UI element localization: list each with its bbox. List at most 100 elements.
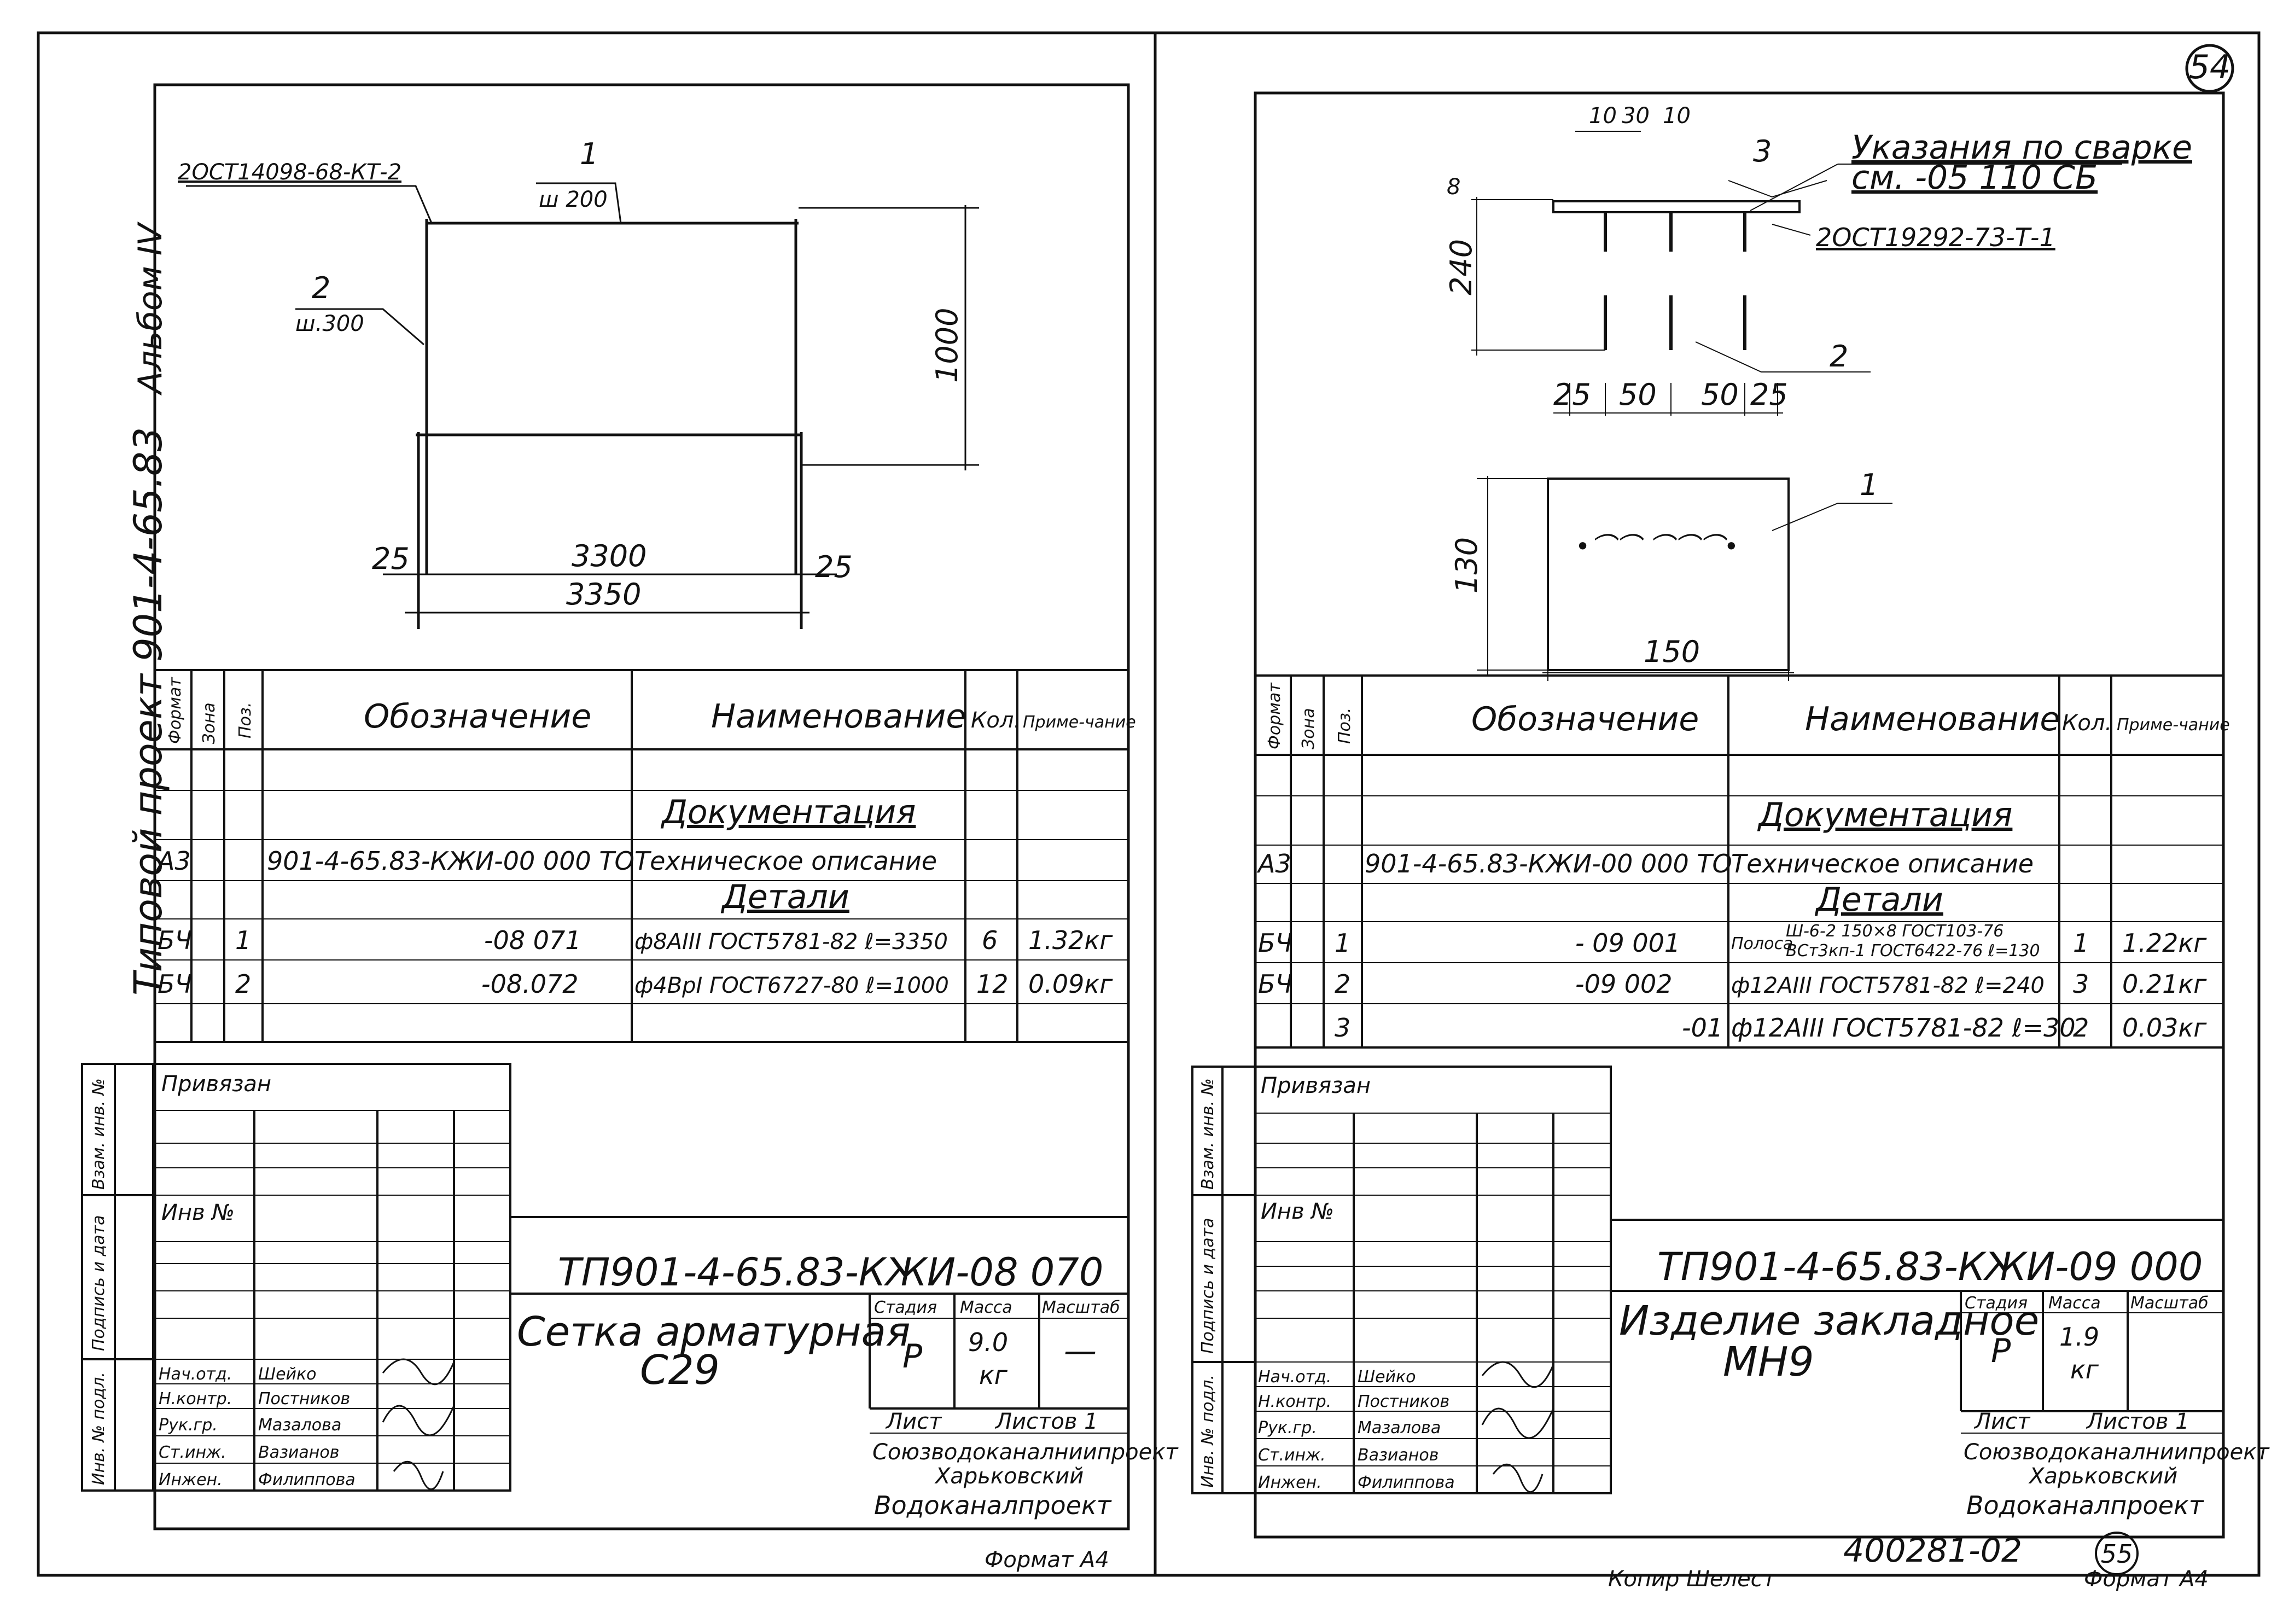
r-person-role-2: Н.контр. xyxy=(1258,1392,1331,1411)
r-row2-note: 1.22кг xyxy=(2122,928,2207,958)
row1-format: А3 xyxy=(156,846,191,876)
callout-r-weld-std: 2ОСТ19292-73-Т-1 xyxy=(1816,223,2055,252)
dim-r-25b: 25 xyxy=(1750,377,1788,412)
section-doc: Документация xyxy=(660,793,916,831)
person-role-1: Нач.отд. xyxy=(159,1365,232,1384)
signature-mark-3 xyxy=(393,1460,444,1490)
side-caption: Типовой проект 901-4-65.83 xyxy=(126,427,171,996)
r-signature-mark-2 xyxy=(1481,1407,1554,1439)
r-row2-qty: 1 xyxy=(2073,928,2089,958)
person-name-5: Филиппова xyxy=(258,1470,356,1489)
callout-r-pos2: 2 xyxy=(1830,339,1848,374)
stamp-org-3: Водоканалпроект xyxy=(874,1491,1112,1520)
sub-page-number: 55 xyxy=(2101,1539,2133,1569)
row2-qty: 6 xyxy=(982,925,998,955)
r-stamp-title-1: Изделие закладное xyxy=(1619,1297,2039,1344)
callout-weld-std: 2ОСТ14098-68-КТ-2 xyxy=(178,160,401,185)
hdr-pos: Поз. xyxy=(236,702,255,738)
r-row3-qty: 3 xyxy=(2073,969,2089,999)
callout-pos2-pitch: ш.300 xyxy=(295,311,364,336)
r-row2-name-1: Ш-6-2 150×8 ГОСТ103-76 xyxy=(1786,922,2004,941)
row2-pos: 1 xyxy=(235,925,251,955)
stamp-sheets: Листов 1 xyxy=(994,1409,1098,1434)
stamp-col-stage: Стадия xyxy=(874,1298,937,1317)
r-stamp-mass: 1.9 xyxy=(2059,1322,2099,1352)
r-row3-name: ф12АIII ГОСТ5781-82 ℓ=240 xyxy=(1731,973,2045,998)
page-number-circle xyxy=(2185,44,2234,93)
row3-note: 0.09кг xyxy=(1028,969,1113,999)
right-sheet: 10 30 10 3 Указания по сварке см. -05 11… xyxy=(1191,91,2270,1592)
stamp-title-2: С29 xyxy=(640,1347,720,1394)
dim-r-50a: 50 xyxy=(1619,377,1657,412)
row3-format: БЧ xyxy=(158,969,192,999)
embedded-part-plan xyxy=(1477,476,1892,681)
r-strip-label-2: Подпись и дата xyxy=(1198,1218,1218,1354)
person-role-2: Н.контр. xyxy=(159,1389,232,1408)
r-person-name-5: Филиппова xyxy=(1358,1473,1455,1492)
copied-by: Копир Шелест xyxy=(1608,1567,1777,1592)
stamp-col-mass: Масса xyxy=(960,1298,1012,1317)
stamp-stage: Р xyxy=(902,1337,923,1376)
r-row1-name: Техническое описание xyxy=(1731,849,2034,878)
row1-designation: 901-4-65.83-КЖИ-00 000 ТО xyxy=(267,846,634,876)
stamp-mass-unit: кг xyxy=(979,1360,1008,1390)
row3-designation: -08.072 xyxy=(481,969,579,999)
row2-note: 1.32кг xyxy=(1028,925,1113,955)
left-sheet: 2ОСТ14098-68-КТ-2 1 ш 200 2 ш.300 1000 3… xyxy=(81,83,1179,1573)
r-stamp-org-1: Союзводоканалниипроект xyxy=(1964,1440,2270,1465)
r-hdr-note: Приме-чание xyxy=(2117,715,2230,735)
row3-pos: 2 xyxy=(235,969,251,999)
r-stamp-mass-unit: кг xyxy=(2070,1355,2099,1384)
stamp-title-1: Сетка арматурная xyxy=(517,1308,910,1355)
r-hdr-format: Формат xyxy=(1265,682,1284,749)
stamp-sheet: Лист xyxy=(885,1409,942,1434)
plate-section xyxy=(1552,200,1801,213)
signature-mark-1 xyxy=(382,1358,455,1386)
dim-3350: 3350 xyxy=(566,577,641,612)
r-stamp-sheets: Листов 1 xyxy=(2086,1409,2189,1434)
dim-r-130: 130 xyxy=(1449,537,1484,593)
person-role-5: Инжен. xyxy=(159,1470,223,1489)
callout-pos1-pitch: ш 200 xyxy=(539,187,608,212)
person-name-3: Мазалова xyxy=(258,1416,341,1435)
r-strip-label-3: Взам. инв. № xyxy=(1198,1078,1218,1190)
r-stamp-org-2: Харьковский xyxy=(2028,1464,2177,1489)
leader-weld xyxy=(186,185,433,225)
callout-r-weld-2: см. -05 110 СБ xyxy=(1851,159,2098,197)
strip-label-1: Инв. № подл. xyxy=(89,1372,108,1485)
left-spec-table xyxy=(154,669,1129,1043)
dim-25-left: 25 xyxy=(372,542,410,576)
dim-3300: 3300 xyxy=(572,539,647,573)
hdr-name: Наименование xyxy=(711,697,966,736)
r-section-doc: Документация xyxy=(1757,796,2012,834)
r-stamp-inv-no: Инв № xyxy=(1261,1199,1334,1224)
sub-page-circle xyxy=(2095,1532,2139,1575)
dim-r-50b: 50 xyxy=(1701,377,1739,412)
stamp-org-2: Харьковский xyxy=(934,1464,1084,1489)
r-row2-designation: - 09 001 xyxy=(1575,928,1680,958)
row2-designation: -08 071 xyxy=(484,925,581,955)
stamp-code: ТП901-4-65.83-КЖИ-08 070 xyxy=(558,1250,1103,1295)
r-row3-format: БЧ xyxy=(1258,969,1292,999)
r-row4-designation: -01 xyxy=(1682,1013,1723,1043)
r-hdr-qty: Кол. xyxy=(2062,711,2112,736)
r-stamp-col-stage: Стадия xyxy=(1965,1294,2028,1313)
right-spec-table xyxy=(1254,674,2224,1049)
person-role-3: Рук.гр. xyxy=(159,1416,218,1435)
r-stamp-col-scale: Масштаб xyxy=(2130,1294,2209,1313)
r-stamp-col-mass: Масса xyxy=(2048,1294,2101,1313)
person-name-4: Вазианов xyxy=(258,1443,339,1462)
person-name-2: Постников xyxy=(258,1389,350,1408)
section-parts: Детали xyxy=(720,878,849,916)
row3-name: ф4ВрI ГОСТ6727-80 ℓ=1000 xyxy=(634,973,949,998)
r-person-role-1: Нач.отд. xyxy=(1258,1367,1331,1387)
r-row2-format: БЧ xyxy=(1258,928,1292,958)
stamp-privyazan: Привязан xyxy=(161,1072,271,1097)
right-stamp-grid xyxy=(1191,1066,2223,1494)
row3-qty: 12 xyxy=(976,969,1009,999)
stamp-inv-no: Инв № xyxy=(161,1200,235,1225)
r-stamp-code: ТП901-4-65.83-КЖИ-09 000 xyxy=(1657,1244,2203,1289)
side-album: Альбом IV xyxy=(131,222,170,396)
r-person-name-3: Мазалова xyxy=(1358,1418,1441,1437)
r-hdr-name: Наименование xyxy=(1805,700,2060,738)
